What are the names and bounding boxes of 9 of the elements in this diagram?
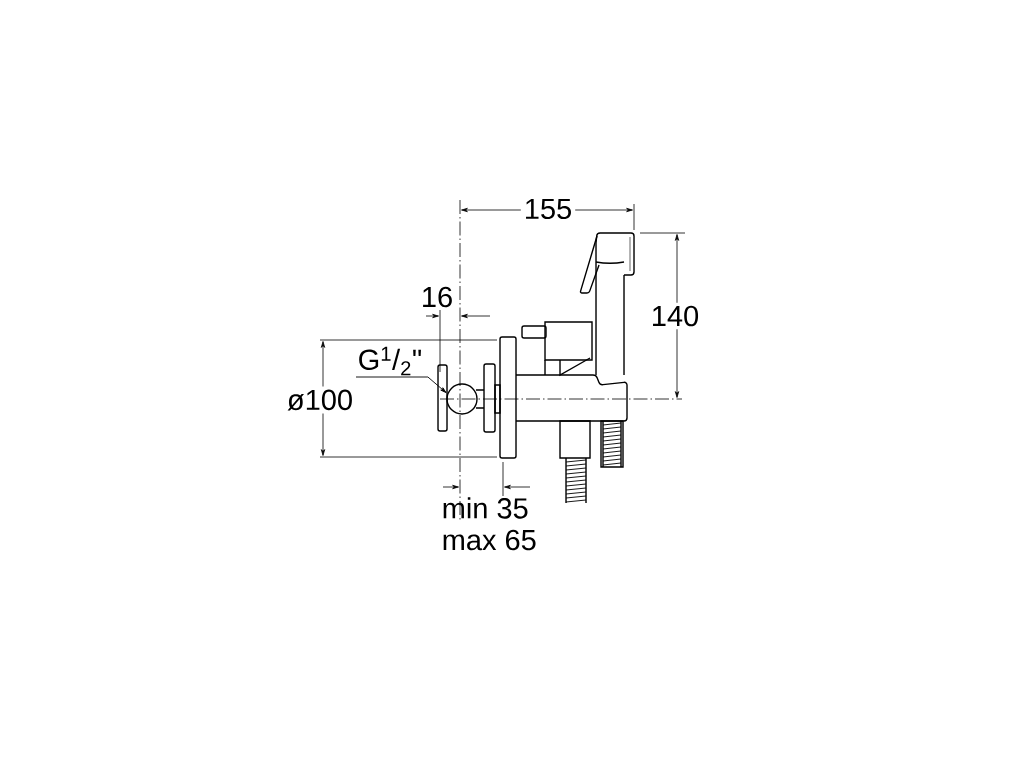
pipe-circle (446, 383, 478, 415)
dimension-value: 155 (520, 195, 576, 223)
dimension-value: min 35 (443, 497, 528, 519)
leader-line (355, 376, 447, 393)
thread-label: G$^{1}$/$_{2}$" (359, 346, 421, 376)
dimension-value: 140 (647, 302, 703, 330)
dimension-value: ø100 (283, 386, 357, 414)
dimension-value: max 65 (443, 529, 536, 551)
dimension-value: 16 (423, 286, 452, 308)
